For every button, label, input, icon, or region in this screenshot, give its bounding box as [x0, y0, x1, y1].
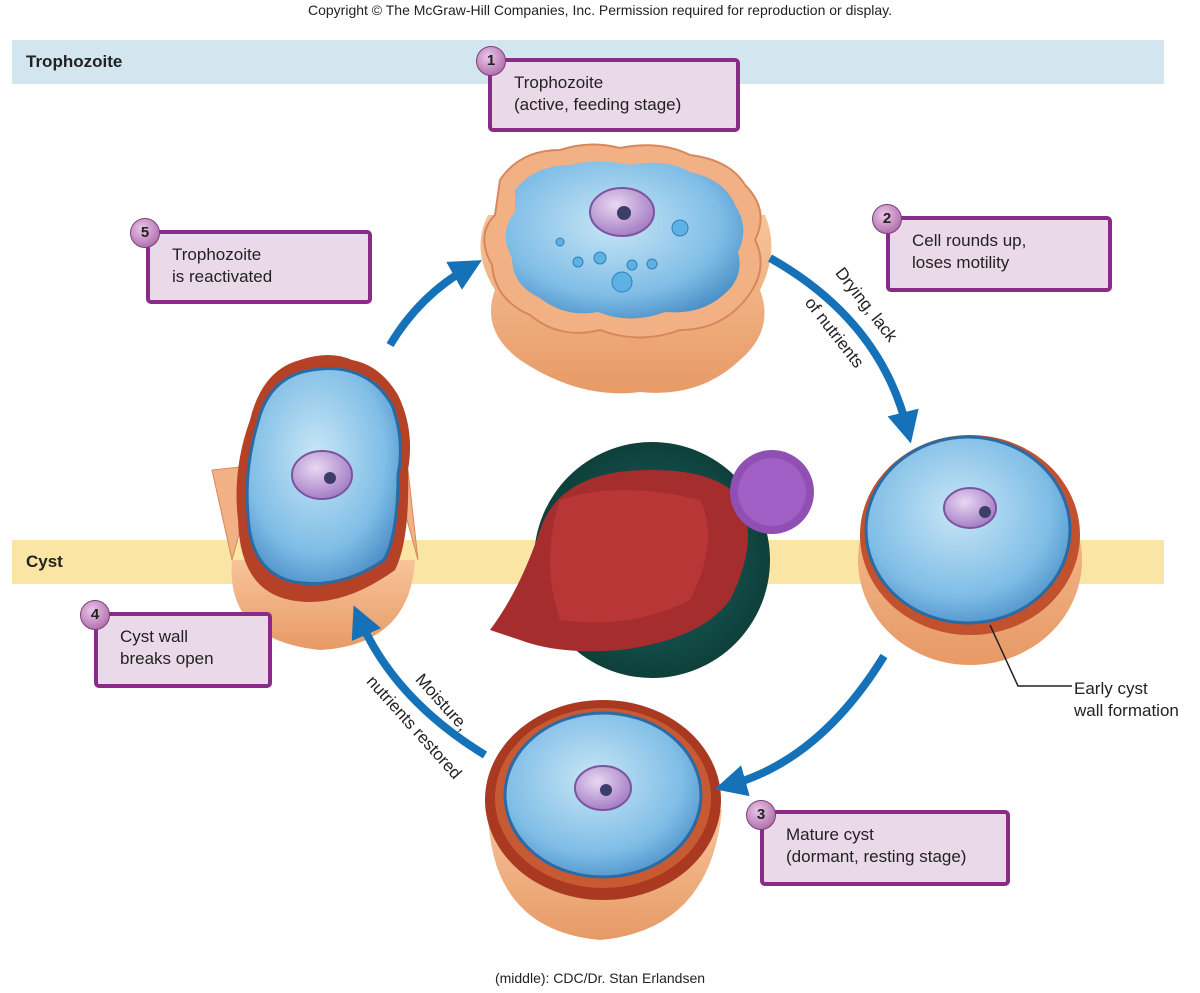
step-5-callout: Trophozoite is reactivated [146, 230, 372, 304]
early-cyst-annotation: Early cyst wall formation [1074, 678, 1179, 722]
step-1-number-badge: 1 [476, 46, 506, 76]
arrow-trophozoite-to-rounding [768, 254, 919, 444]
arrow-open-to-trophozoite [386, 260, 482, 348]
arrow-mature-cyst-to-open [351, 605, 488, 759]
early-cyst-cell [858, 435, 1082, 665]
step-4-number-badge: 4 [80, 600, 110, 630]
cyst-band-label: Cyst [26, 552, 63, 571]
step-1-line-2: (active, feeding stage) [514, 95, 682, 114]
step-4-callout: Cyst wall breaks open [94, 612, 272, 688]
step-3-callout: Mature cyst (dormant, resting stage) [760, 810, 1010, 886]
step-4-line-1: Cyst wall [120, 627, 189, 646]
mature-cyst-cell [485, 700, 722, 940]
step-1-callout: Trophozoite (active, feeding stage) [488, 58, 740, 132]
trophozoite-band-label: Trophozoite [26, 52, 123, 71]
step-3-line-2: (dormant, resting stage) [786, 847, 967, 866]
early-cyst-leader-line [989, 624, 1072, 687]
excysting-cell [211, 355, 419, 650]
step-2-line-2: loses motility [912, 253, 1010, 272]
early-cyst-annotation-line-2: wall formation [1074, 701, 1179, 720]
image-credit: (middle): CDC/Dr. Stan Erlandsen [494, 970, 706, 986]
trophozoite-cell [480, 143, 772, 394]
step-3-number-badge: 3 [746, 800, 776, 830]
step-2-callout: Cell rounds up, loses motility [886, 216, 1112, 292]
step-2-line-1: Cell rounds up, [912, 231, 1027, 250]
micrograph [490, 442, 814, 678]
step-4-line-2: breaks open [120, 649, 214, 668]
step-3-line-1: Mature cyst [786, 825, 874, 844]
arrow-rounding-to-mature-cyst [714, 653, 888, 797]
step-5-line-1: Trophozoite [172, 245, 262, 264]
copyright-notice: Copyright © The McGraw-Hill Companies, I… [307, 2, 893, 18]
step-5-number-badge: 5 [130, 218, 160, 248]
step-1-line-1: Trophozoite [514, 73, 604, 92]
early-cyst-annotation-line-1: Early cyst [1074, 679, 1148, 698]
step-2-number-badge: 2 [872, 204, 902, 234]
step-5-line-2: is reactivated [172, 267, 273, 286]
